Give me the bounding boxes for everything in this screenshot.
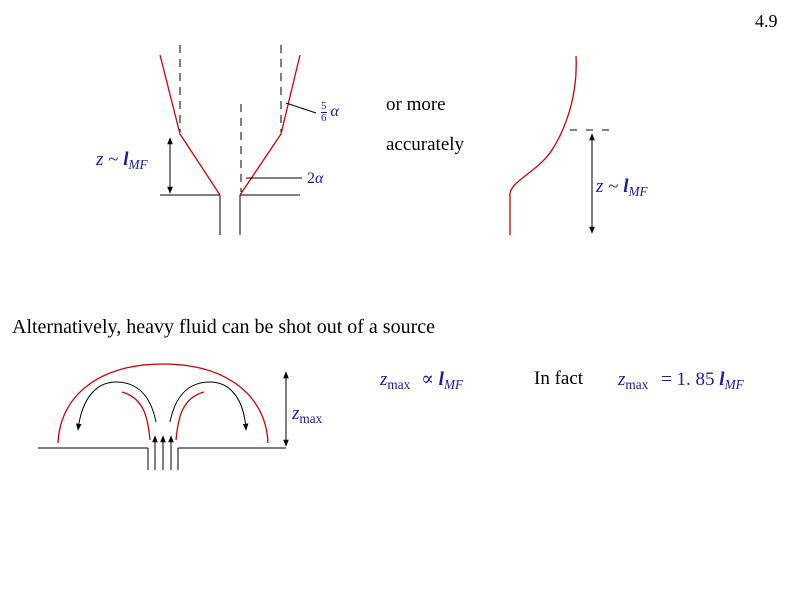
proportional-symbol: ∝ [421,369,434,390]
z-symbol: z [618,369,626,390]
flow-arrow-right [169,381,249,431]
sim-symbol: ~ [108,149,119,170]
l-symbol: l [719,369,725,390]
coefficient-value: 1. 85 [676,369,715,390]
fountain-diagram [38,363,289,470]
or-more-text: or more [386,94,446,115]
l-symbol: l [438,369,444,390]
alpha-symbol: α [330,103,339,121]
z-symbol: z [292,403,300,424]
alpha-symbol: α [315,170,324,187]
two-digit: 2 [307,170,315,187]
page-number: 4.9 [755,11,778,31]
equals-symbol: = [661,369,672,390]
z-approx-lmf-label-left: z ~ lMF [96,149,148,172]
max-subscript: max [299,411,323,426]
fountain-inner-left [121,391,151,441]
z-symbol: z [380,369,388,390]
sim-symbol: ~ [608,176,619,197]
five-sixths-alpha-label: 5 6 α [321,101,339,124]
l-symbol: l [623,176,629,197]
zmax-side-label: zmax [292,403,323,426]
in-fact-text: In fact [534,368,584,389]
zmax-proportional-label: zmax ∝ lMF [380,369,464,392]
accurately-text: accurately [386,134,465,155]
l-symbol: l [123,149,129,170]
two-alpha-label: 2α [307,171,323,187]
z-approx-lmf-label-right: z ~ lMF [596,176,648,199]
z-symbol: z [96,149,104,170]
mf-subscript: MF [443,377,464,392]
fraction: 5 6 [321,101,327,124]
fraction-numerator: 5 [321,100,327,113]
max-subscript: max [387,377,411,392]
fountain-outer-envelope [57,363,269,444]
flow-arrow-left [75,381,157,431]
accurate-profile-diagram [509,55,614,235]
mf-subscript: MF [128,157,148,172]
max-subscript: max [625,377,649,392]
leader-five-sixths [285,102,317,114]
alternative-sentence: Alternatively, heavy fluid can be shot o… [12,316,436,338]
plume-profile-curve [509,55,577,235]
z-symbol: z [596,176,604,197]
mf-subscript: MF [724,377,744,392]
plume-cone-diagram [159,45,317,235]
fountain-inner-right [175,391,205,441]
plume-edge-right [239,54,301,196]
zmax-equation-label: zmax = 1. 85 lMF [618,369,744,392]
plume-edge-left [159,54,221,196]
fraction-denominator: 6 [321,112,327,124]
mf-subscript: MF [628,184,648,199]
